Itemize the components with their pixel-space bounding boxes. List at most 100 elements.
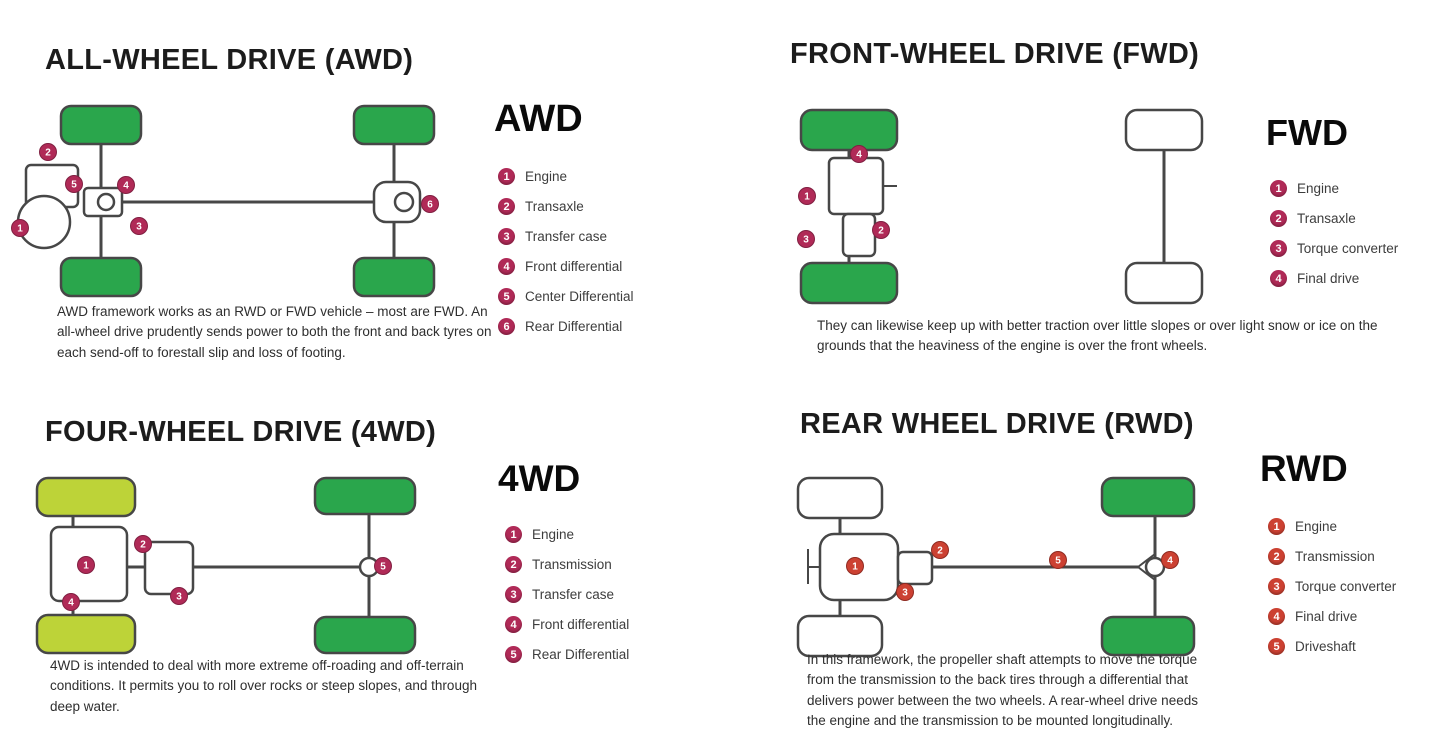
fourwd-legend-item-3: 3 Transfer case	[505, 586, 629, 603]
fwd-marker-4: 4	[850, 145, 868, 163]
svg-text:1: 1	[83, 561, 89, 572]
awd-marker-1: 1	[11, 219, 29, 237]
fwd-legend-item-4: 4 Final drive	[1270, 270, 1398, 287]
awd-legend-badge-3: 3	[498, 228, 515, 245]
fourwd-transfer-case-part	[143, 540, 195, 596]
fwd-legend-label-2: Transaxle	[1297, 211, 1356, 226]
rwd-marker-3: 3	[896, 583, 914, 601]
awd-legend-label-3: Transfer case	[525, 229, 608, 244]
fwd-marker-2: 2	[872, 221, 890, 239]
svg-text:3: 3	[136, 222, 142, 233]
rwd-drivetrain-drawing: 1 2 3 5 4	[796, 476, 1196, 658]
awd-legend-label-6: Rear Differential	[525, 319, 623, 334]
svg-text:5: 5	[71, 180, 77, 191]
awd-legend-badge-6: 6	[498, 318, 515, 335]
fourwd-legend-badge-3: 3	[505, 586, 522, 603]
fourwd-marker-1: 1	[77, 556, 95, 574]
fourwd-marker-2: 2	[134, 535, 152, 553]
svg-text:4: 4	[856, 150, 862, 161]
fwd-section-title: FRONT-WHEEL DRIVE (FWD)	[790, 38, 1200, 70]
awd-legend-label-1: Engine	[525, 169, 568, 184]
svg-text:5: 5	[1055, 556, 1061, 567]
rwd-diff-split-lower	[1137, 566, 1156, 581]
svg-text:1: 1	[17, 224, 23, 235]
fwd-transaxle-part	[841, 212, 877, 258]
awd-schematic: 1 2 5 4 3 6	[6, 100, 486, 310]
awd-legend-item-2: 2 Transaxle	[498, 198, 634, 215]
awd-description: AWD framework works as an RWD or FWD veh…	[57, 304, 492, 360]
rwd-transmission-part	[896, 550, 934, 586]
rwd-legend-item-4: 4 Final drive	[1268, 608, 1396, 625]
fourwd-legend: 1 Engine 2 Transmission 3 Transfer case …	[505, 526, 629, 676]
fourwd-section-title: FOUR-WHEEL DRIVE (4WD)	[45, 416, 437, 448]
fwd-legend-item-2: 2 Transaxle	[1270, 210, 1398, 227]
fwd-front-left-wheel	[799, 108, 899, 152]
rwd-rear-diff-part	[1144, 556, 1166, 578]
awd-marker-5: 5	[65, 175, 83, 193]
fourwd-front-right-wheel	[35, 613, 137, 655]
awd-rear-right-wheel	[352, 256, 436, 298]
fwd-rear-right-wheel	[1124, 261, 1204, 305]
fourwd-big-label: 4WD	[498, 458, 581, 499]
awd-big-label: AWD	[494, 98, 583, 140]
awd-rear-diff-gear	[393, 191, 415, 213]
awd-rear-left-wheel	[352, 104, 436, 146]
rwd-marker-4: 4	[1161, 551, 1179, 569]
awd-legend-item-3: 3 Transfer case	[498, 228, 634, 245]
fwd-legend-badge-1: 1	[1270, 180, 1287, 197]
awd-legend-badge-2: 2	[498, 198, 515, 215]
rwd-front-left-wheel	[796, 476, 884, 520]
fwd-legend-badge-2: 2	[1270, 210, 1287, 227]
fourwd-marker-3: 3	[170, 587, 188, 605]
rwd-legend-label-1: Engine	[1295, 519, 1338, 534]
fwd-legend-badge-4: 4	[1270, 270, 1287, 287]
rwd-marker-2: 2	[931, 541, 949, 559]
fourwd-legend-item-2: 2 Transmission	[505, 556, 629, 573]
awd-center-diff-part	[96, 192, 116, 212]
awd-legend-item-5: 5 Center Differential	[498, 288, 634, 305]
fourwd-legend-item-1: 1 Engine	[505, 526, 629, 543]
rwd-legend-label-4: Final drive	[1295, 609, 1358, 624]
rwd-description: In this framework, the propeller shaft a…	[807, 652, 1198, 728]
awd-drivetrain-drawing: 1 2 5 4 3 6	[11, 104, 439, 298]
fourwd-rear-left-wheel	[313, 476, 417, 516]
fourwd-legend-badge-1: 1	[505, 526, 522, 543]
rwd-legend-badge-3: 3	[1268, 578, 1285, 595]
fwd-description: They can likewise keep up with better tr…	[817, 318, 1378, 354]
fwd-rear-left-wheel	[1124, 108, 1204, 152]
svg-text:2: 2	[140, 540, 146, 551]
fwd-engine-part	[827, 156, 885, 216]
fourwd-legend-badge-2: 2	[505, 556, 522, 573]
awd-legend-badge-5: 5	[498, 288, 515, 305]
svg-text:2: 2	[937, 546, 943, 557]
awd-legend-item-6: 6 Rear Differential	[498, 318, 634, 335]
svg-text:6: 6	[427, 200, 433, 211]
fourwd-marker-5: 5	[374, 557, 392, 575]
fourwd-legend-item-5: 5 Rear Differential	[505, 646, 629, 663]
svg-text:4: 4	[123, 181, 129, 192]
rwd-rear-left-wheel	[1100, 476, 1196, 518]
rwd-section-title: REAR WHEEL DRIVE (RWD)	[800, 408, 1194, 440]
fwd-legend: 1 Engine 2 Transaxle 3 Torque converter …	[1270, 180, 1398, 300]
awd-legend-badge-1: 1	[498, 168, 515, 185]
fwd-front-right-wheel	[799, 261, 899, 305]
fwd-schematic: 1 4 2 3	[793, 96, 1263, 316]
rwd-legend-item-3: 3 Torque converter	[1268, 578, 1396, 595]
rwd-legend-badge-4: 4	[1268, 608, 1285, 625]
fwd-legend-badge-3: 3	[1270, 240, 1287, 257]
awd-marker-6: 6	[421, 195, 439, 213]
svg-text:2: 2	[45, 148, 51, 159]
rwd-legend-label-5: Driveshaft	[1295, 639, 1356, 654]
fourwd-legend-label-2: Transmission	[532, 557, 612, 572]
fwd-big-label: FWD	[1266, 112, 1348, 153]
fwd-marker-1: 1	[798, 187, 816, 205]
awd-legend-item-1: 1 Engine	[498, 168, 634, 185]
svg-text:1: 1	[804, 192, 810, 203]
rwd-rear-right-wheel	[1100, 615, 1196, 657]
rwd-marker-5: 5	[1049, 551, 1067, 569]
svg-text:4: 4	[68, 598, 74, 609]
fwd-drivetrain-drawing: 1 4 2 3	[797, 108, 1204, 305]
fourwd-legend-label-5: Rear Differential	[532, 647, 630, 662]
rwd-legend-label-3: Torque converter	[1295, 579, 1397, 594]
